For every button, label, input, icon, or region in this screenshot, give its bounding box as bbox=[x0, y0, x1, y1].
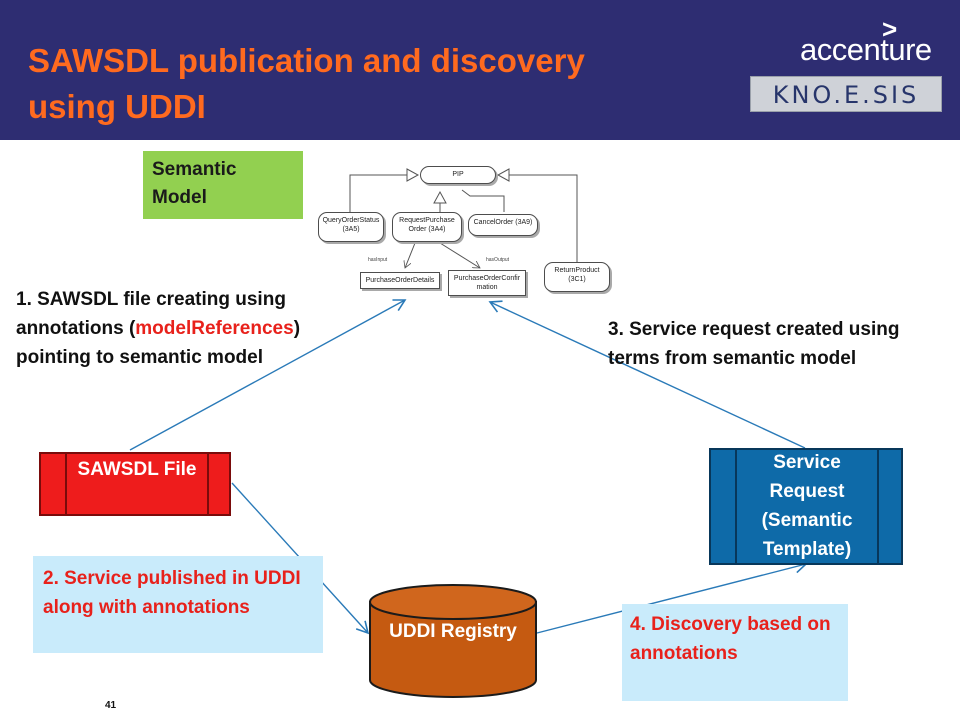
sawsdl-file-box: SAWSDL File bbox=[39, 452, 231, 516]
model-node-query-order-status: QueryOrderStatus (3A5) bbox=[318, 212, 384, 242]
step3-annotation: 3. Service request created using terms f… bbox=[608, 319, 900, 369]
has-input-label: hasInput bbox=[368, 257, 388, 263]
knoesis-logo: KNO.E.SIS bbox=[750, 76, 942, 112]
return-to-pip-line bbox=[496, 168, 578, 262]
model-node-pip: PIP bbox=[420, 166, 496, 184]
page-number: 41 bbox=[105, 700, 117, 711]
step1-text-start: 1. SAWSDL file creating using annotation… bbox=[16, 289, 286, 339]
step1-model-references: modelReferences bbox=[135, 318, 294, 339]
model-node-cancel-order: CancelOrder (3A9) bbox=[468, 214, 538, 236]
uddi-registry-label: UDDI Registry bbox=[389, 621, 517, 642]
service-request-label: Service Request (Semantic Template) bbox=[735, 448, 879, 565]
step1-annotation: 1. SAWSDL file creating using annotation… bbox=[16, 285, 306, 372]
service-request-box: Service Request (Semantic Template) bbox=[709, 448, 903, 565]
model-node-request-purchase-order: RequestPurchase Order (3A4) bbox=[392, 212, 462, 242]
query-to-pip-line bbox=[349, 168, 420, 212]
model-node-purchase-order-details: PurchaseOrderDetails bbox=[360, 272, 440, 289]
request-to-model-arrow bbox=[488, 300, 806, 449]
has-output-line bbox=[439, 242, 480, 268]
model-node-return-product: ReturnProduct (3C1) bbox=[544, 262, 610, 292]
has-output-label: hasOutput bbox=[486, 257, 510, 263]
knoesis-wordmark: KNO.E.SIS bbox=[772, 81, 920, 109]
accenture-wordmark: accenture bbox=[800, 32, 932, 67]
accenture-chevron-icon: > bbox=[882, 14, 898, 44]
cancel-to-pip-line bbox=[461, 189, 505, 212]
semantic-model-label: Semantic Model bbox=[143, 151, 303, 219]
sawsdl-file-label: SAWSDL File bbox=[65, 452, 209, 516]
model-inheritance-lines bbox=[349, 168, 578, 268]
model-node-purchase-order-confirmation: PurchaseOrderConfir mation bbox=[448, 270, 526, 296]
sawsdl-to-model-arrow bbox=[129, 299, 407, 451]
step2-annotation: 2. Service published in UDDI along with … bbox=[33, 556, 323, 653]
slide-header bbox=[0, 0, 960, 140]
uddi-registry-cylinder bbox=[369, 584, 537, 698]
uddi-to-request-arrow bbox=[536, 560, 808, 634]
has-input-line bbox=[405, 242, 416, 268]
step1-text-end: ) pointing to semantic model bbox=[16, 318, 301, 368]
step4-annotation: 4. Discovery based on annotations bbox=[622, 604, 848, 701]
slide-title: SAWSDL publication and discovery using U… bbox=[28, 42, 585, 125]
accenture-logo: > accenture bbox=[800, 14, 940, 67]
